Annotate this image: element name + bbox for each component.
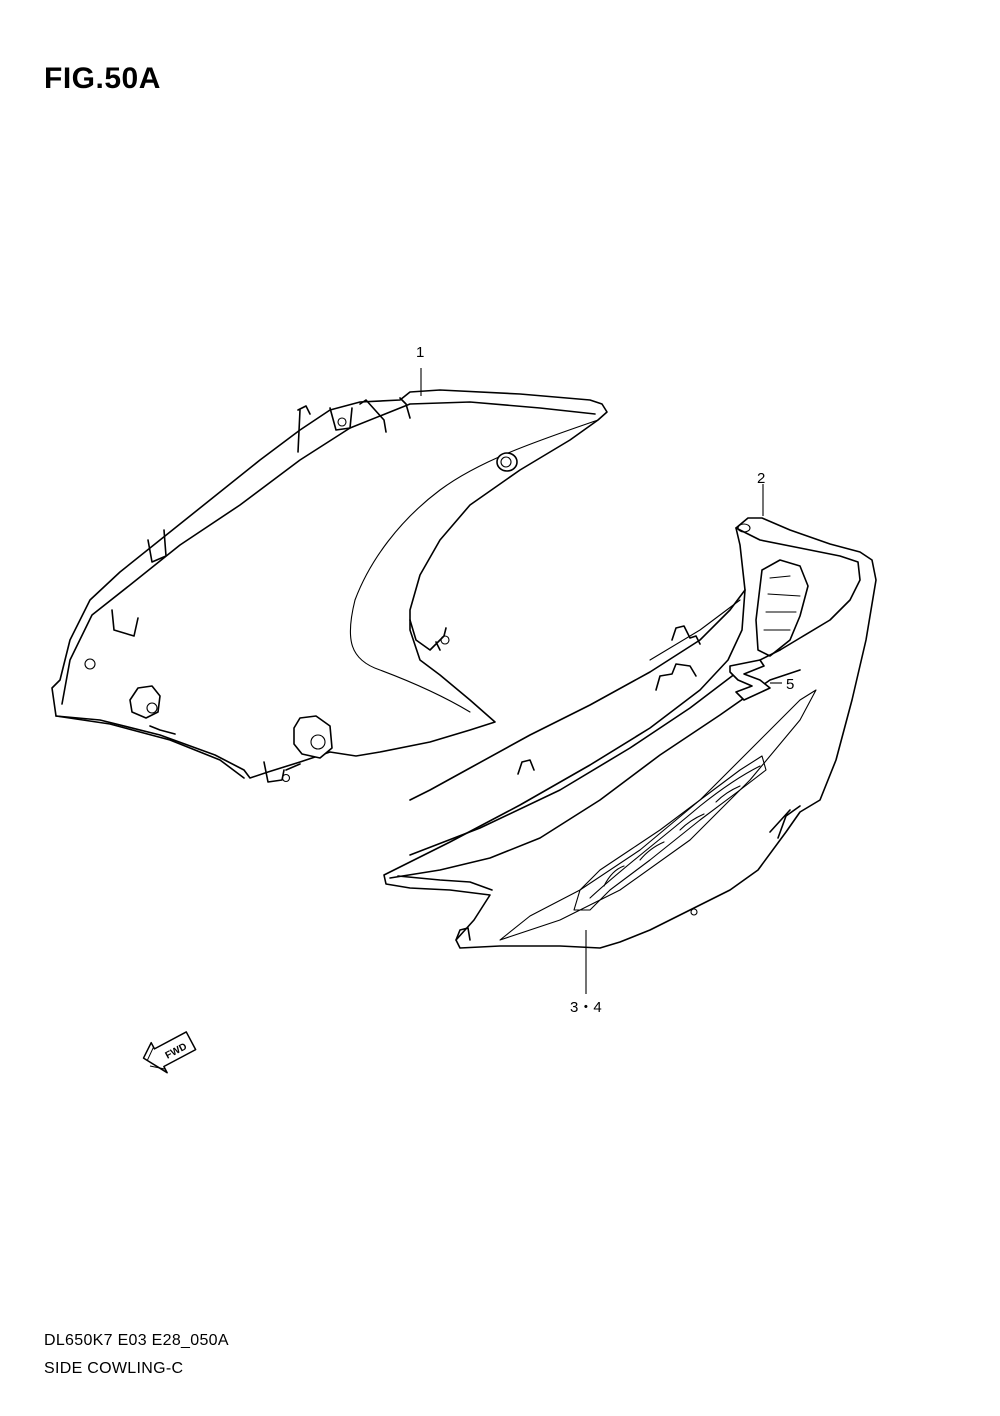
figure-title: FIG.50A (44, 62, 161, 95)
part-1-side-cowling-left[interactable] (51, 368, 608, 783)
part-3-4-decal[interactable] (499, 689, 817, 941)
part-2-side-cowling-right[interactable] (383, 484, 877, 994)
part-5-emblem[interactable] (729, 659, 771, 701)
drawing-code: DL650K7 E03 E28_050A (44, 1332, 229, 1349)
fwd-arrow-icon: FWD (142, 1031, 197, 1074)
drawing-name: SIDE COWLING-C (44, 1360, 184, 1377)
callout-2: 2 (757, 470, 765, 487)
callout-3-4: 3・4 (570, 999, 602, 1016)
callout-1: 1 (416, 344, 424, 361)
callout-5: 5 (786, 676, 794, 693)
